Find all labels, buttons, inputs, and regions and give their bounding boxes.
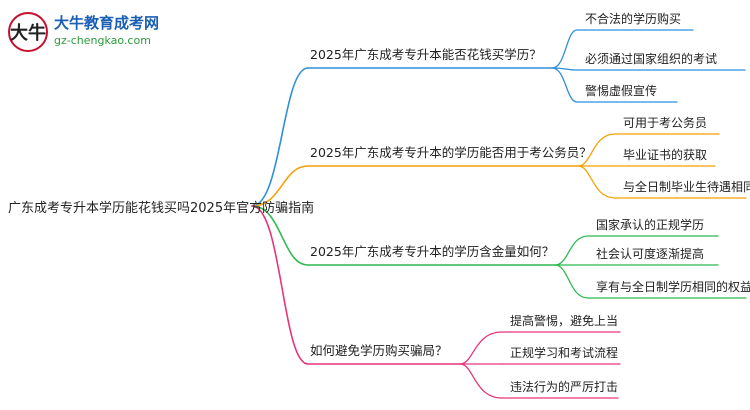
branch-topic: 如何避免学历购买骗局？ (310, 343, 448, 358)
branch-topic: 2025年广东成考专升本能否花钱买学历？ (310, 47, 542, 62)
leaf-topic: 正规学习和考试流程 (510, 346, 619, 360)
leaf-topic: 国家承认的正规学历 (596, 218, 705, 232)
leaf-connector (551, 29, 578, 69)
leaf-connector (554, 264, 589, 299)
svg-text:大牛: 大牛 (10, 22, 46, 44)
leaf-topic: 不合法的学历购买 (585, 12, 682, 26)
root-topic: 广东成考专升本学历能花钱买吗2025年官方防骗指南 (8, 201, 315, 216)
leaf-connector (554, 235, 589, 266)
leaf-topic: 违法行为的严厉打击 (510, 380, 619, 394)
leaf-connector (459, 363, 503, 399)
leaf-topic: 享有与全日制学历相同的权益 (596, 280, 750, 294)
branch-connector (251, 67, 309, 207)
branch-connector (251, 205, 309, 266)
leaf-topic: 可用于考公务员 (623, 116, 708, 130)
leaf-topic: 社会认可度逐渐提高 (596, 247, 705, 261)
leaf-topic: 毕业证书的获取 (623, 148, 708, 162)
logo-title: 大牛教育成考网 (54, 14, 160, 32)
logo-url: gz-chengkao.com (54, 34, 151, 47)
leaf-connector (459, 331, 503, 365)
branch-topic: 2025年广东成考专升本的学历含金量如何？ (310, 244, 555, 259)
leaf-topic: 与全日制毕业生待遇相同 (623, 180, 750, 194)
branch-connector (251, 205, 309, 365)
leaf-topic: 警惕虚假宣传 (585, 84, 658, 98)
logo: 大牛 大牛教育成考网 gz-chengkao.com (6, 10, 176, 54)
leaf-connector (551, 67, 578, 103)
branch-connector (251, 165, 309, 207)
leaf-connector (577, 133, 616, 167)
branch-topic: 2025年广东成考专升本的学历能否用于考公务员？ (310, 145, 592, 160)
logo-mark-icon: 大牛 (8, 12, 48, 52)
leaf-topic: 必须通过国家组织的考试 (585, 52, 718, 66)
leaf-connector (577, 165, 616, 199)
leaf-topic: 提高警惕，避免上当 (510, 314, 619, 328)
